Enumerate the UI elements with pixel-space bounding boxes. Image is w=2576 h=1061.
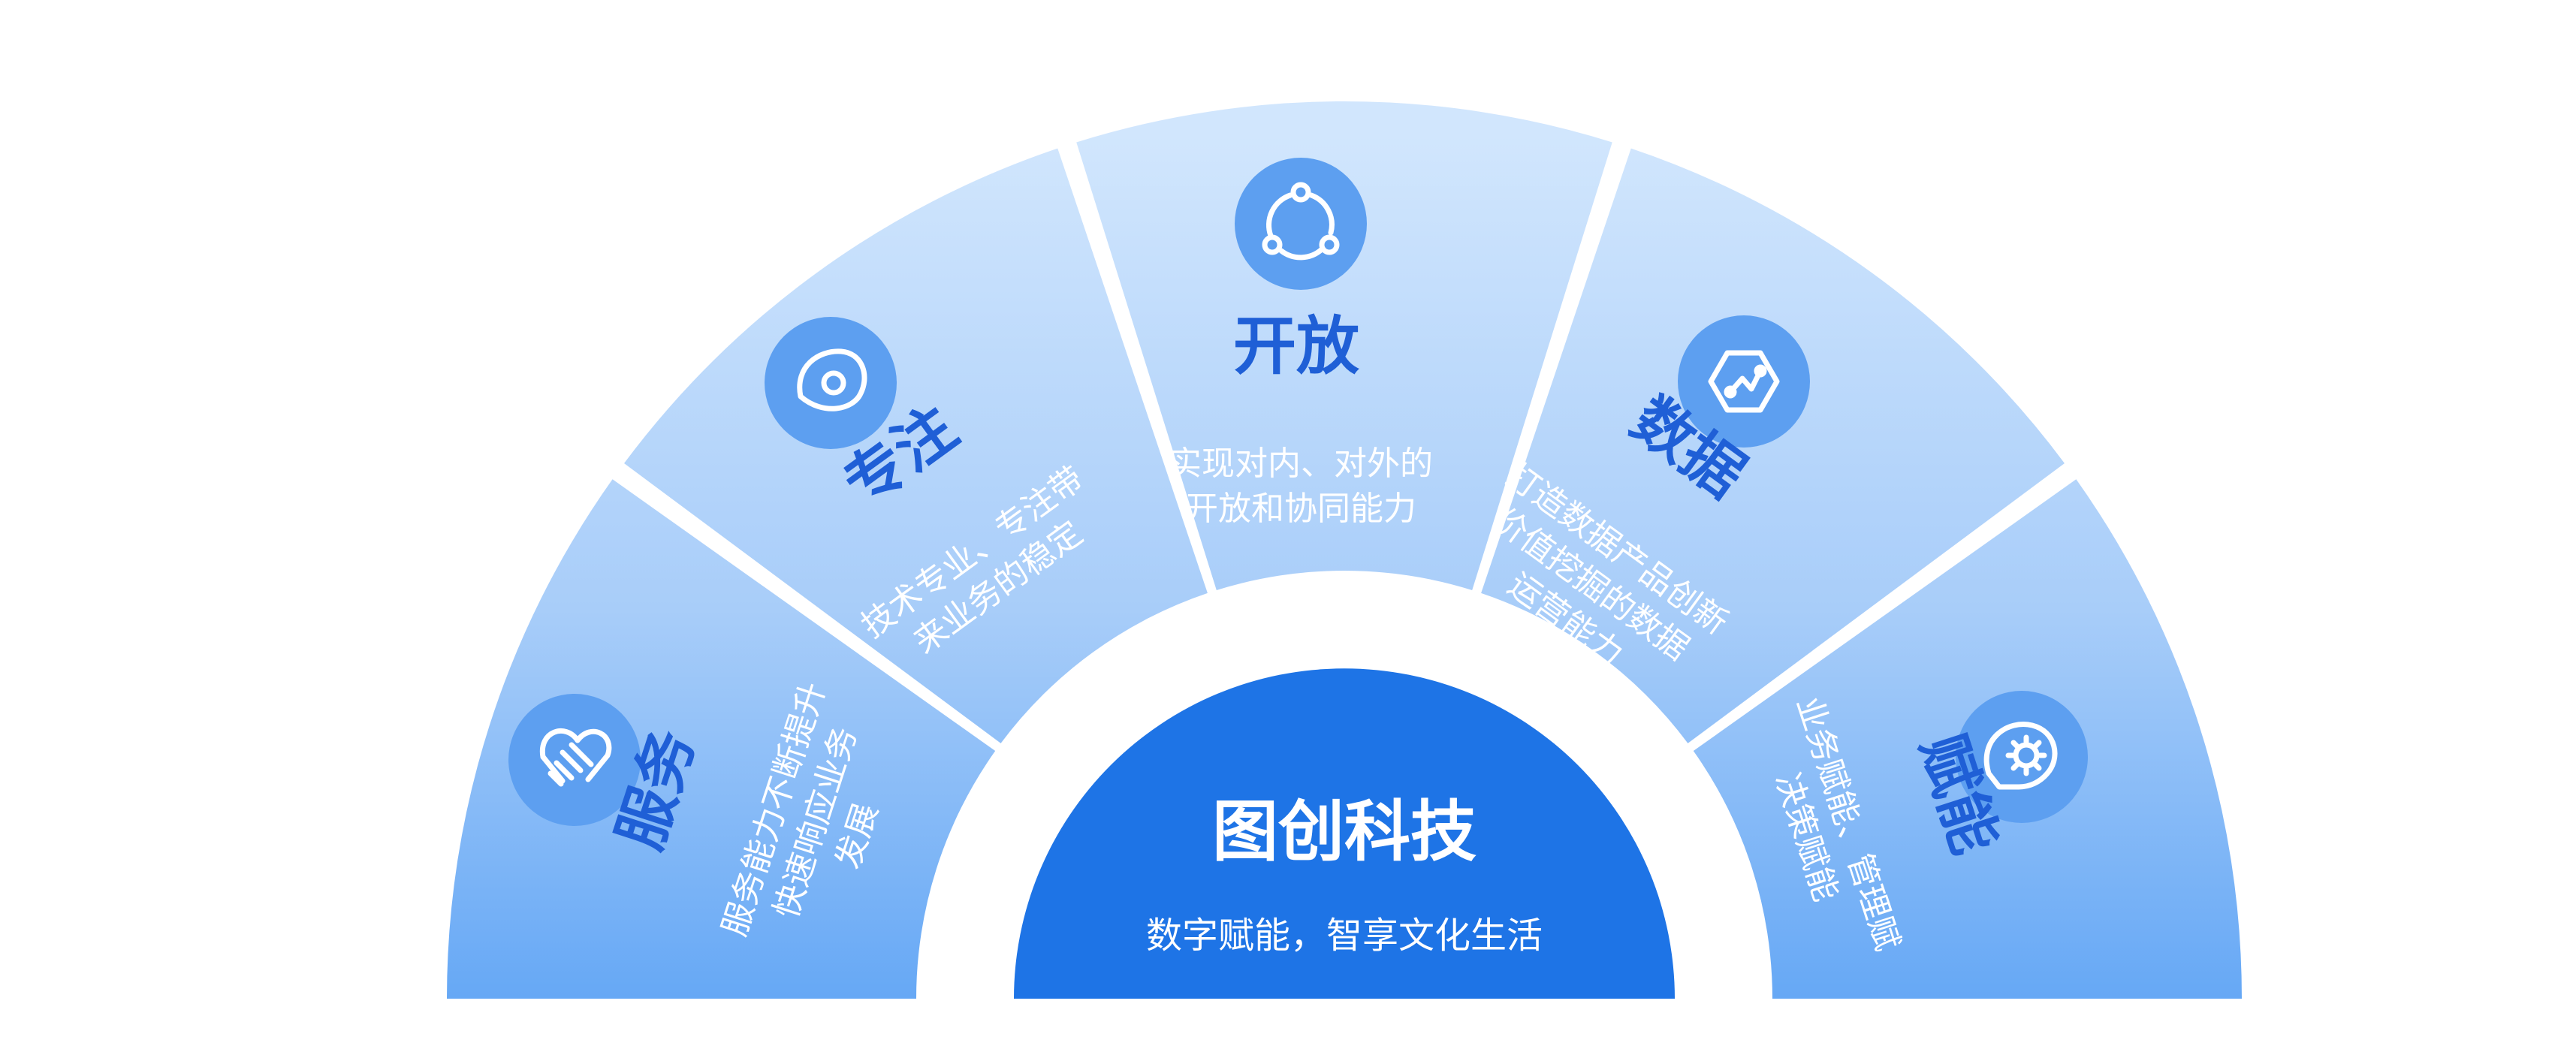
segment-desc-line: 开放和协同能力: [1185, 490, 1416, 528]
center-title: 图创科技: [1212, 793, 1477, 870]
center-subtitle: 数字赋能，智享文化生活: [1146, 915, 1543, 957]
data-icon-badge: [1678, 315, 1810, 448]
segment-service: [447, 479, 996, 999]
segment-title: 开放: [1233, 309, 1359, 383]
empower-icon-badge: [1956, 691, 2088, 823]
bulb-gear-icon: [1983, 722, 2058, 790]
segment-focus: [624, 148, 1208, 743]
handshake-icon: [539, 728, 612, 787]
focus-icon-badge: [765, 317, 897, 449]
hexagon-chart-icon: [1708, 350, 1780, 413]
segment-desc-line: 实现对内、对外的: [1169, 445, 1433, 483]
service-icon-badge: [508, 694, 641, 826]
eye-icon: [797, 348, 867, 411]
open-icon-badge: [1235, 158, 1367, 290]
segment-open-content: 开放 实现对内、对外的 开放和协同能力: [1169, 158, 1433, 528]
share-cycle-icon: [1262, 182, 1340, 261]
segment-data: [1481, 148, 2065, 743]
center-disc: [1014, 668, 1675, 999]
segment-open: [1076, 101, 1612, 590]
